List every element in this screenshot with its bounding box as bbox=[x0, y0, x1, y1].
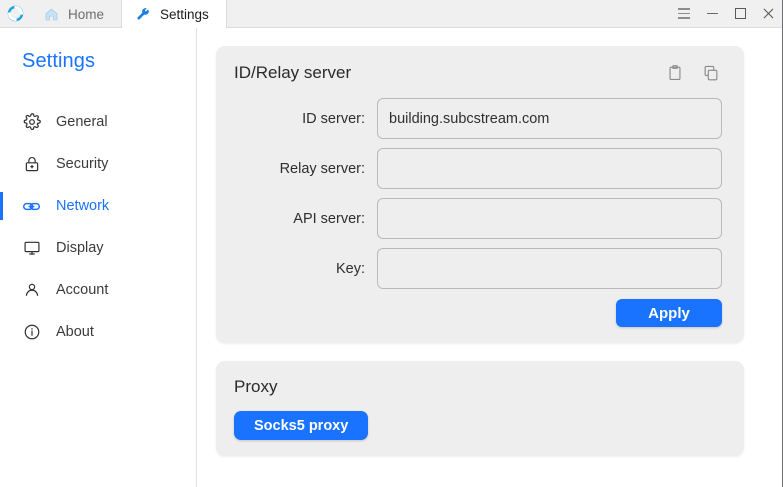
sidebar-item-general[interactable]: General bbox=[0, 101, 196, 143]
id-server-input[interactable] bbox=[377, 98, 722, 139]
apply-button[interactable]: Apply bbox=[616, 299, 722, 327]
tab-settings[interactable]: Settings bbox=[121, 0, 227, 28]
field-relay-server: Relay server: bbox=[234, 148, 722, 189]
maximize-icon[interactable] bbox=[726, 0, 754, 28]
sidebar-item-label: General bbox=[56, 114, 108, 130]
wrench-icon bbox=[136, 7, 151, 22]
person-icon bbox=[22, 281, 41, 300]
app-logo bbox=[0, 0, 30, 27]
window-body: Settings General bbox=[0, 28, 782, 487]
paste-icon[interactable] bbox=[664, 62, 686, 84]
tab-settings-label: Settings bbox=[160, 6, 209, 22]
key-input[interactable] bbox=[377, 248, 722, 289]
tab-home-label: Home bbox=[68, 6, 105, 22]
close-icon[interactable] bbox=[754, 0, 782, 28]
proxy-header: Proxy bbox=[234, 377, 722, 397]
link-icon bbox=[22, 197, 41, 216]
field-key: Key: bbox=[234, 248, 722, 289]
sidebar-item-about[interactable]: About bbox=[0, 311, 196, 353]
sidebar-item-account[interactable]: Account bbox=[0, 269, 196, 311]
card-title: Proxy bbox=[234, 377, 278, 396]
info-icon bbox=[22, 323, 41, 342]
sidebar-item-label: Display bbox=[56, 240, 104, 256]
sidebar-item-display[interactable]: Display bbox=[0, 227, 196, 269]
monitor-icon bbox=[22, 239, 41, 258]
titlebar: Home Settings bbox=[0, 0, 782, 28]
tab-home[interactable]: Home bbox=[30, 0, 121, 28]
sidebar-item-label: About bbox=[56, 324, 94, 340]
field-label: Relay server: bbox=[279, 160, 365, 177]
hamburger-menu-icon[interactable] bbox=[670, 0, 698, 28]
sidebar-item-network[interactable]: Network bbox=[0, 185, 196, 227]
gear-icon bbox=[22, 113, 41, 132]
sidebar-item-label: Account bbox=[56, 282, 109, 298]
home-icon bbox=[44, 7, 59, 22]
field-label: API server: bbox=[293, 210, 365, 227]
copy-icon[interactable] bbox=[700, 62, 722, 84]
field-api-server: API server: bbox=[234, 198, 722, 239]
sidebar-title: Settings bbox=[22, 50, 96, 72]
proxy-card: Proxy Socks5 proxy bbox=[216, 361, 744, 456]
field-id-server: ID server: bbox=[234, 98, 722, 139]
id-relay-server-header: ID/Relay server bbox=[234, 62, 722, 84]
card-title: ID/Relay server bbox=[234, 63, 352, 82]
minimize-icon[interactable] bbox=[698, 0, 726, 28]
sidebar-item-label: Security bbox=[56, 156, 109, 172]
sidebar-nav: General Security bbox=[0, 101, 196, 353]
proxy-row: Socks5 proxy bbox=[234, 411, 722, 440]
window-controls bbox=[670, 0, 782, 27]
lock-icon bbox=[22, 155, 41, 174]
card-actions bbox=[664, 62, 722, 84]
api-server-input[interactable] bbox=[377, 198, 722, 239]
field-label: Key: bbox=[335, 260, 365, 277]
sidebar: Settings General bbox=[0, 28, 197, 487]
settings-content: ID/Relay server bbox=[197, 28, 782, 487]
socks5-proxy-button[interactable]: Socks5 proxy bbox=[234, 411, 369, 440]
sidebar-item-label: Network bbox=[56, 198, 110, 214]
relay-server-input[interactable] bbox=[377, 148, 722, 189]
id-relay-server-card: ID/Relay server bbox=[216, 46, 744, 343]
sidebar-item-security[interactable]: Security bbox=[0, 143, 196, 185]
apply-row: Apply bbox=[234, 299, 722, 327]
field-label: ID server: bbox=[302, 110, 365, 127]
